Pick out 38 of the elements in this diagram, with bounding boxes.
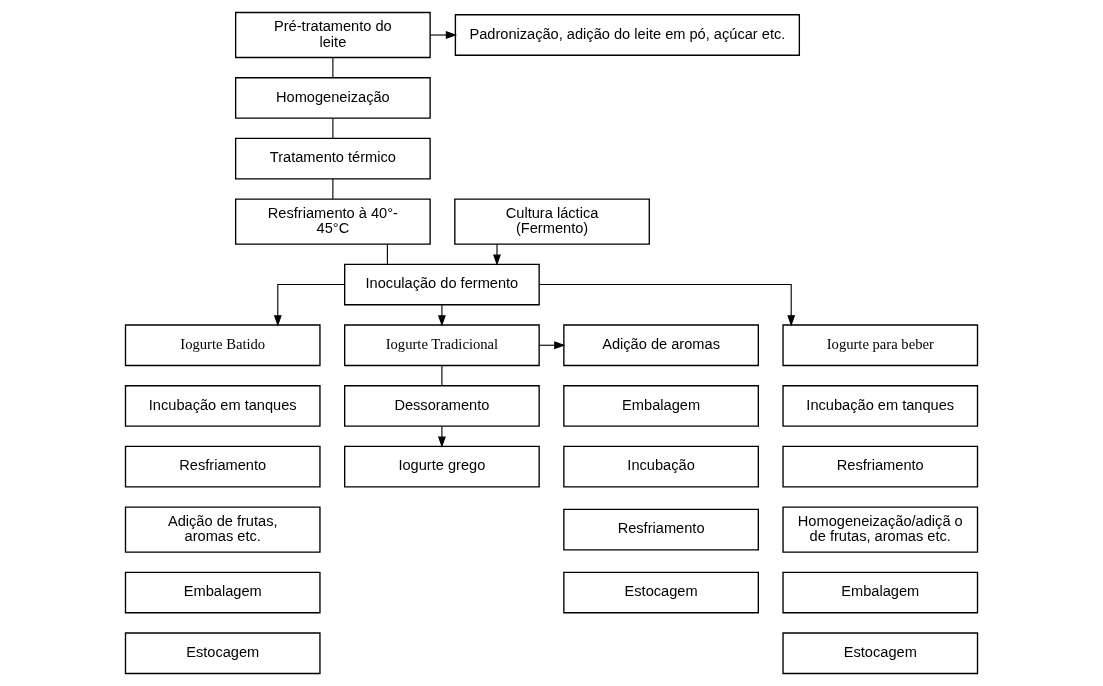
node-box: Resfriamento xyxy=(124,445,321,488)
arrow xyxy=(493,243,501,266)
arrow xyxy=(429,31,458,39)
connector xyxy=(332,178,334,200)
node-box: Adição de aromas xyxy=(563,324,759,367)
node-box: Embalagem xyxy=(782,571,979,614)
node-box: Dessoramento xyxy=(344,385,540,427)
node-box: Estocagem xyxy=(782,632,979,675)
node-box: Iogurte grego xyxy=(344,445,540,488)
node-box: Resfriamento à 40°- 45°C xyxy=(234,198,431,245)
node-box: Inoculação do fermento xyxy=(344,263,540,306)
node-box: Homogeneização/adiçã o de frutas, aromas etc. xyxy=(782,506,979,553)
node-box: Iogurte Tradicional xyxy=(344,324,540,367)
arrow xyxy=(437,425,446,448)
node-box: Tratamento térmico xyxy=(234,137,431,180)
node-box: Incubação em tanques xyxy=(124,385,321,427)
node-box: Adição de frutas, aromas etc. xyxy=(124,506,321,553)
node-box: Embalagem xyxy=(563,385,759,427)
node-box: Padronização, adição do leite em pó, açúcar etc. xyxy=(454,14,801,56)
node-box: Embalagem xyxy=(124,571,321,614)
connector xyxy=(386,243,388,265)
node-box: Incubação xyxy=(563,445,759,488)
arrow xyxy=(273,284,346,327)
arrow xyxy=(437,304,446,327)
node-box: Resfriamento xyxy=(563,508,759,551)
node-box: Pré-tratamento do leite xyxy=(234,11,431,59)
node-box: Resfriamento xyxy=(782,445,979,488)
arrow xyxy=(538,284,796,327)
node-box: Incubação em tanques xyxy=(782,385,979,427)
node-box: Estocagem xyxy=(563,571,759,614)
node-box: Estocagem xyxy=(124,632,321,675)
node-box: Homogeneização xyxy=(234,77,431,119)
node-box: Iogurte para beber xyxy=(782,324,979,367)
connector xyxy=(332,57,334,79)
node-box: Cultura láctica (Fermento) xyxy=(454,198,650,245)
node-box: Iogurte Batido xyxy=(124,324,321,367)
connector xyxy=(332,117,334,139)
connector xyxy=(441,365,443,386)
